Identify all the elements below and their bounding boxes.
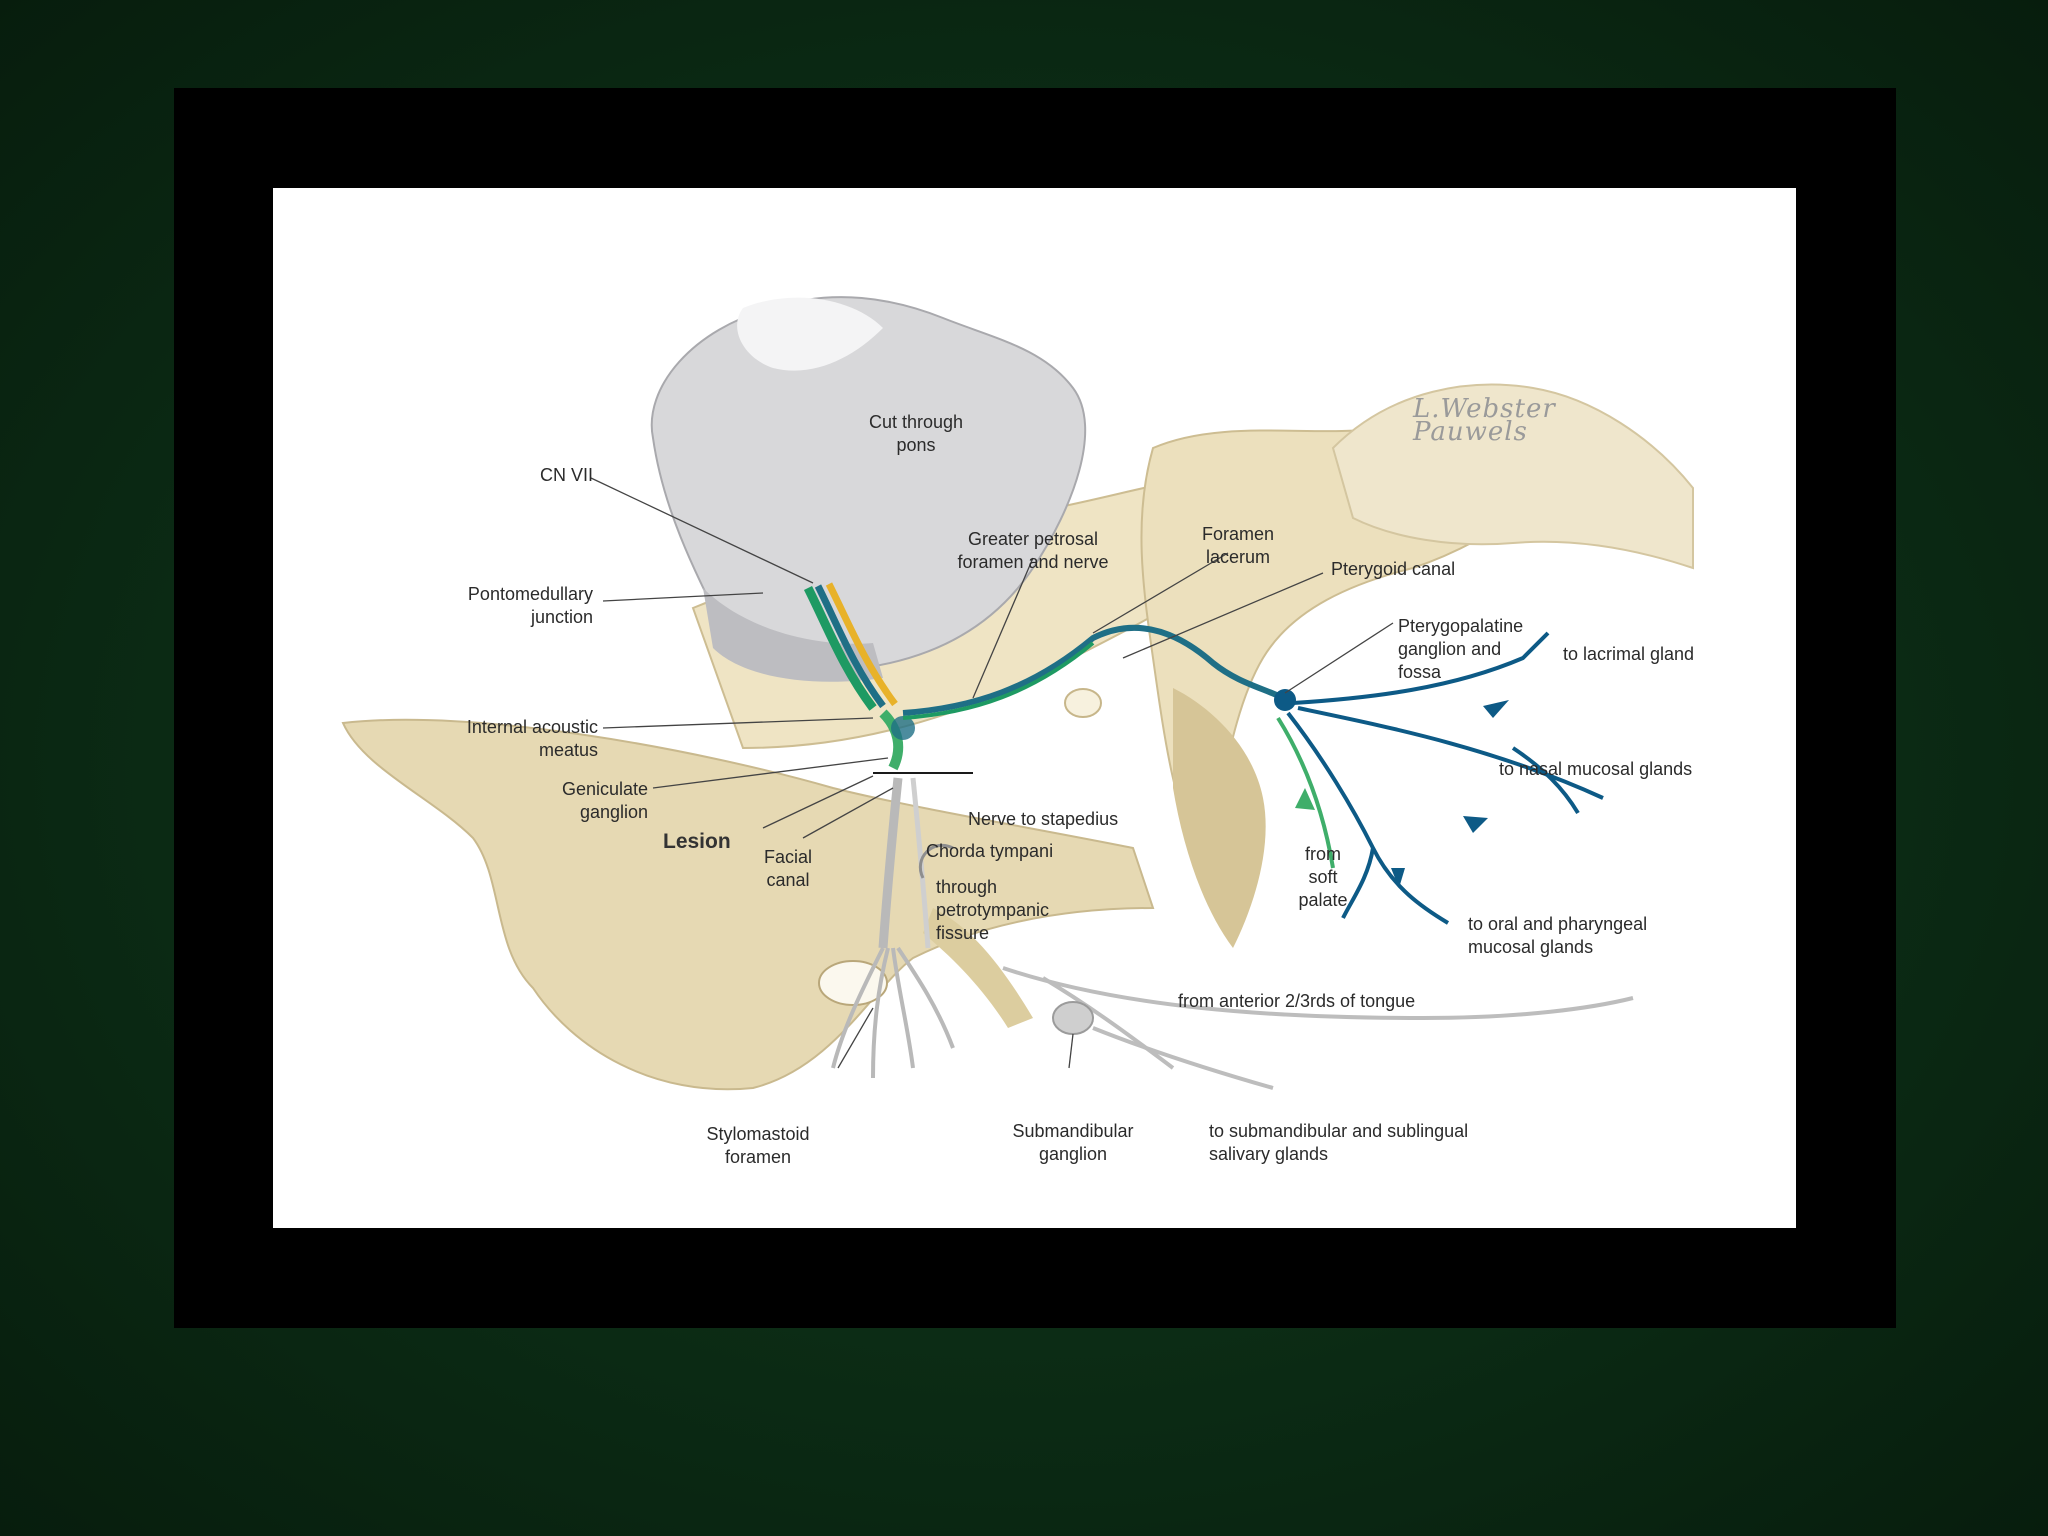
submandibular-ganglion-shape (1053, 1002, 1093, 1034)
label-chorda-tympani: Chorda tympani (926, 840, 1126, 863)
label-pterygopalatine: Pterygopalatine ganglion and fossa (1398, 615, 1568, 684)
label-nasal-mucosal: to nasal mucosal glands (1499, 758, 1779, 781)
black-frame: Cut through pons CN VII Pontomedullary j… (174, 88, 1896, 1328)
label-foramen-lacerum: Foramen lacerum (1183, 523, 1293, 569)
label-pontomedullary-junction: Pontomedullary junction (413, 583, 593, 629)
label-petrotympanic-fissure: through petrotympanic fissure (936, 876, 1096, 945)
diagram-panel: Cut through pons CN VII Pontomedullary j… (273, 188, 1796, 1228)
label-geniculate-ganglion: Geniculate ganglion (463, 778, 648, 824)
label-facial-canal: Facial canal (743, 846, 833, 892)
label-nerve-to-stapedius: Nerve to stapedius (968, 808, 1188, 831)
label-internal-acoustic-meatus: Internal acoustic meatus (393, 716, 598, 762)
artist-signature: L.Webster Pauwels (1413, 398, 1653, 444)
label-salivary-glands: to submandibular and sublingual salivary… (1209, 1120, 1549, 1166)
label-cn7: CN VII (483, 464, 593, 487)
label-submandibular-ganglion: Submandibular ganglion (993, 1120, 1153, 1166)
label-pons: Cut through pons (836, 411, 996, 457)
label-anterior-tongue: from anterior 2/3rds of tongue (1178, 990, 1518, 1013)
label-greater-petrosal: Greater petrosal foramen and nerve (923, 528, 1143, 574)
label-lacrimal-gland: to lacrimal gland (1563, 643, 1763, 666)
anatomy-illustration (273, 188, 1796, 1228)
label-oral-pharyngeal: to oral and pharyngeal mucosal glands (1468, 913, 1728, 959)
label-pterygoid-canal: Pterygoid canal (1331, 558, 1531, 581)
label-soft-palate: from soft palate (1283, 843, 1363, 912)
label-stylomastoid-foramen: Stylomastoid foramen (678, 1123, 838, 1169)
